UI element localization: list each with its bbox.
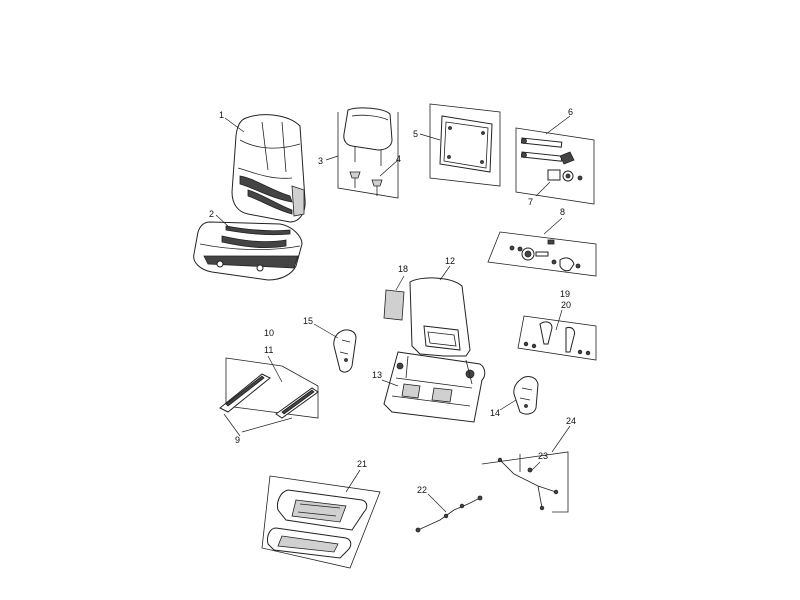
callout-13: 13 xyxy=(372,370,382,380)
label-card xyxy=(383,289,405,321)
callout-8: 8 xyxy=(560,207,565,217)
side-shield-right xyxy=(513,376,539,415)
callout-12: 12 xyxy=(445,256,455,266)
callout-4: 4 xyxy=(396,154,401,164)
callout-18: 18 xyxy=(398,264,408,274)
callout-10: 10 xyxy=(264,328,274,338)
callout-20: 20 xyxy=(561,300,571,310)
headrest-group xyxy=(337,107,399,199)
callout-9: 9 xyxy=(235,435,240,445)
callout-labels: 1 2 3 4 5 6 7 8 9 10 11 12 13 14 15 18 1… xyxy=(209,107,576,495)
wiring-harness xyxy=(415,495,483,533)
callout-23: 23 xyxy=(538,451,548,461)
callout-1: 1 xyxy=(219,110,224,120)
callout-22: 22 xyxy=(417,485,427,495)
callout-3: 3 xyxy=(318,156,323,166)
callout-6: 6 xyxy=(568,107,573,117)
callout-2: 2 xyxy=(209,209,214,219)
bracket-group xyxy=(515,127,595,205)
seat-tracks-group xyxy=(219,357,319,419)
callout-14: 14 xyxy=(490,408,500,418)
callout-19: 19 xyxy=(560,289,570,299)
handle-group xyxy=(517,315,597,361)
callout-11: 11 xyxy=(264,345,273,355)
callout-21: 21 xyxy=(357,459,367,469)
seat-frame xyxy=(383,277,486,423)
callout-5: 5 xyxy=(413,129,418,139)
callout-7: 7 xyxy=(528,197,533,207)
seat-cushion xyxy=(193,221,303,281)
cable-assembly xyxy=(481,451,569,513)
leader-lines xyxy=(215,115,571,513)
seat-pan-group xyxy=(261,475,381,569)
callout-24: 24 xyxy=(566,416,576,426)
recliner-group xyxy=(487,231,597,277)
callout-15: 15 xyxy=(303,316,313,326)
back-panel-group xyxy=(429,103,501,187)
side-shield-left xyxy=(333,329,357,373)
seat-back-cushion xyxy=(231,114,306,223)
